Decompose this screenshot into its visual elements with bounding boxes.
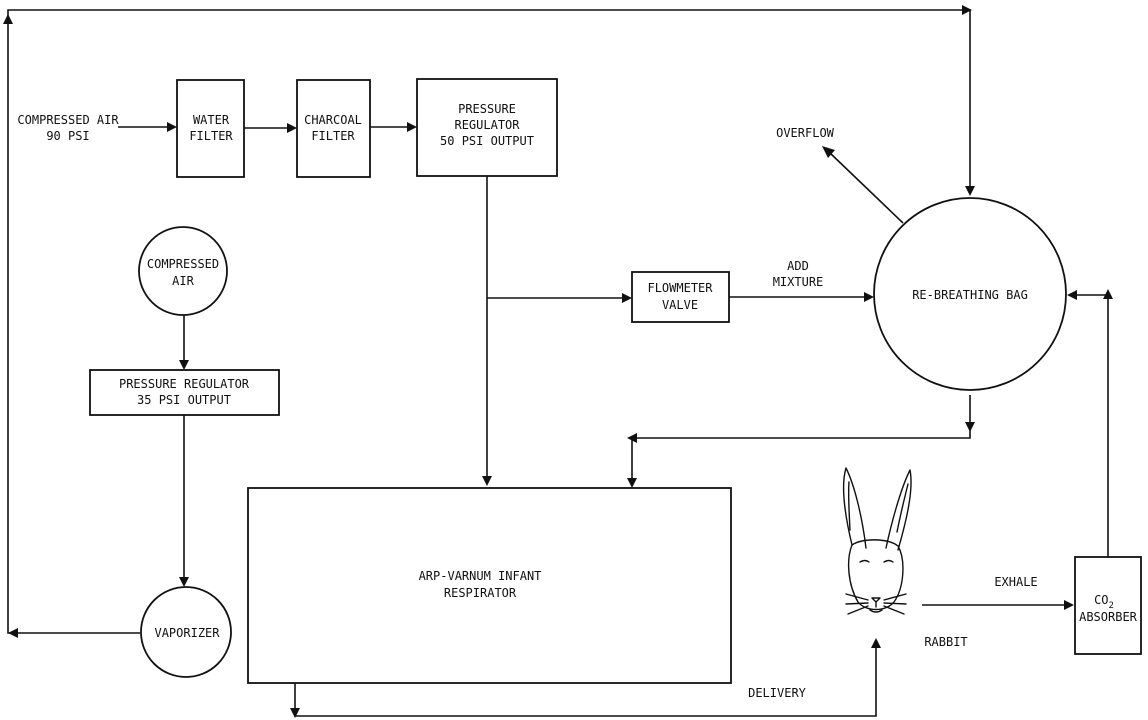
arrow-overflow [830, 153, 903, 223]
arrowhead [627, 478, 637, 488]
pressure-regulator-50-box: PRESSURE REGULATOR 50 PSI OUTPUT [417, 79, 557, 176]
rebreathing-bag-circle: RE-BREATHING BAG [874, 198, 1066, 390]
add-mixture-label-line1: ADD [787, 259, 809, 273]
regulator35-line1: PRESSURE REGULATOR [119, 377, 250, 391]
water-filter-line1: WATER [193, 113, 230, 127]
exhale-label: EXHALE [994, 575, 1037, 589]
flowmeter-line1: FLOWMETER [647, 281, 713, 295]
co2-main: CO [1094, 593, 1108, 607]
tank-line1: COMPRESSED [147, 257, 219, 271]
arrowhead [287, 123, 297, 133]
co2-absorber-line2: ABSORBER [1079, 610, 1138, 624]
respirator-line2: RESPIRATOR [444, 586, 517, 600]
pressure-regulator-35-box: PRESSURE REGULATOR 35 PSI OUTPUT [90, 370, 279, 415]
water-filter-line2: FILTER [189, 129, 233, 143]
arrowhead [864, 292, 874, 302]
charcoal-filter-box: CHARCOAL FILTER [297, 80, 370, 177]
compressed-air-tank-circle: COMPRESSED AIR [139, 227, 227, 315]
respirator-line1: ARP-VARNUM INFANT [419, 569, 542, 583]
water-filter-box: WATER FILTER [177, 80, 244, 177]
arrowhead [965, 422, 975, 432]
regulator35-line2: 35 PSI OUTPUT [137, 393, 231, 407]
line-absorber-to-bag [1074, 295, 1108, 557]
arrowhead [179, 360, 189, 370]
arrowhead [167, 122, 177, 132]
charcoal-filter-line1: CHARCOAL [304, 113, 362, 127]
delivery-label: DELIVERY [748, 686, 807, 700]
compressed-air-90psi-label: COMPRESSED AIR 90 PSI [17, 113, 119, 143]
arrowhead [622, 293, 632, 303]
regulator50-line3: 50 PSI OUTPUT [440, 134, 534, 148]
rabbit-icon [844, 468, 912, 614]
charcoal-filter-line2: FILTER [311, 129, 355, 143]
respirator-box: ARP-VARNUM INFANT RESPIRATOR [248, 488, 731, 683]
rabbit-label: RABBIT [924, 635, 967, 649]
arrowhead [482, 476, 492, 486]
compressed-air-input-line2: 90 PSI [46, 129, 89, 143]
co2-absorber-box: CO2 ABSORBER [1075, 557, 1141, 654]
arrowhead [871, 638, 881, 648]
vaporizer-label: VAPORIZER [154, 626, 220, 640]
vaporizer-circle: VAPORIZER [141, 587, 231, 677]
line-bag-to-respirator [632, 395, 970, 480]
arrowhead [1064, 600, 1074, 610]
add-mixture-label-line2: MIXTURE [773, 275, 824, 289]
arrowhead [1067, 290, 1077, 300]
compressed-air-input-line1: COMPRESSED AIR [17, 113, 119, 127]
arrowhead [407, 122, 417, 132]
flowmeter-line2: VALVE [662, 298, 698, 312]
tank-line2: AIR [172, 274, 194, 288]
rebreathing-bag-label: RE-BREATHING BAG [912, 288, 1028, 302]
arrowhead [8, 628, 18, 638]
arrowhead [3, 14, 13, 24]
arrowhead [965, 186, 975, 196]
arrowhead [1103, 289, 1113, 299]
regulator50-line1: PRESSURE [458, 102, 516, 116]
arrowhead [179, 577, 189, 587]
overflow-label: OVERFLOW [776, 126, 835, 140]
regulator50-line2: REGULATOR [454, 118, 520, 132]
flowmeter-valve-box: FLOWMETER VALVE [632, 272, 729, 322]
